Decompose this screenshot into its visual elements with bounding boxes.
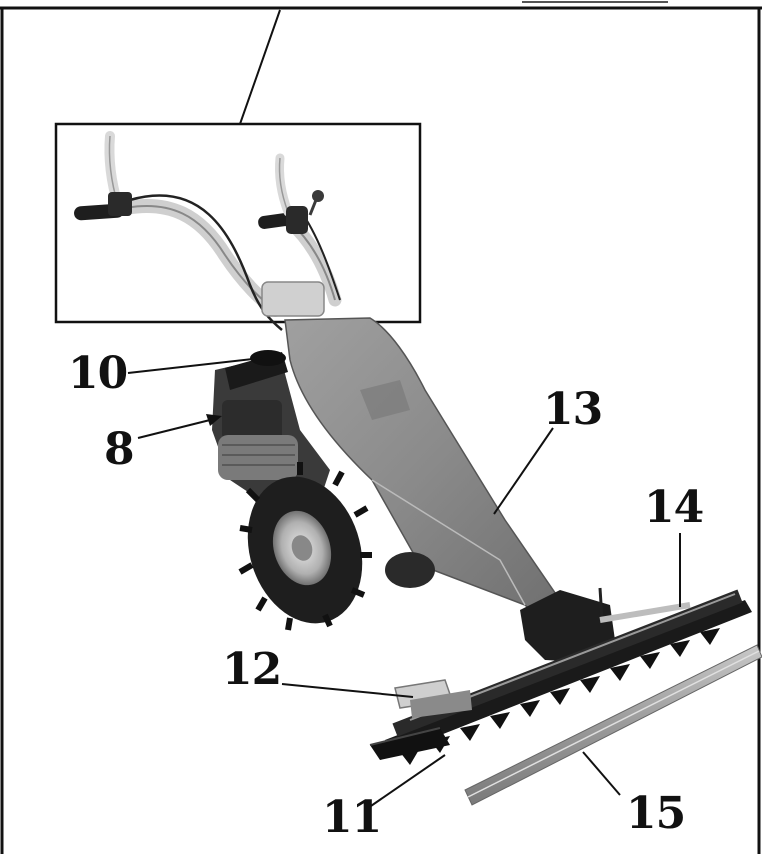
skid-shoe xyxy=(394,679,472,718)
callout-11: 11 xyxy=(322,792,382,843)
callout-13: 13 xyxy=(543,384,603,435)
callout-8: 8 xyxy=(104,424,135,475)
handlebar-assembly xyxy=(74,131,342,331)
callout-14: 14 xyxy=(644,482,704,533)
callout-10: 10 xyxy=(68,348,128,399)
guide-rail xyxy=(464,644,762,806)
gearbox xyxy=(520,590,615,662)
callout-leaders xyxy=(127,357,681,809)
wheel xyxy=(238,462,372,631)
callout-15: 15 xyxy=(626,788,686,839)
callout-12: 12 xyxy=(222,644,282,695)
detail-leader-line xyxy=(239,9,281,125)
handlebar-detail-box xyxy=(54,122,422,324)
rear-wheel xyxy=(385,552,435,588)
